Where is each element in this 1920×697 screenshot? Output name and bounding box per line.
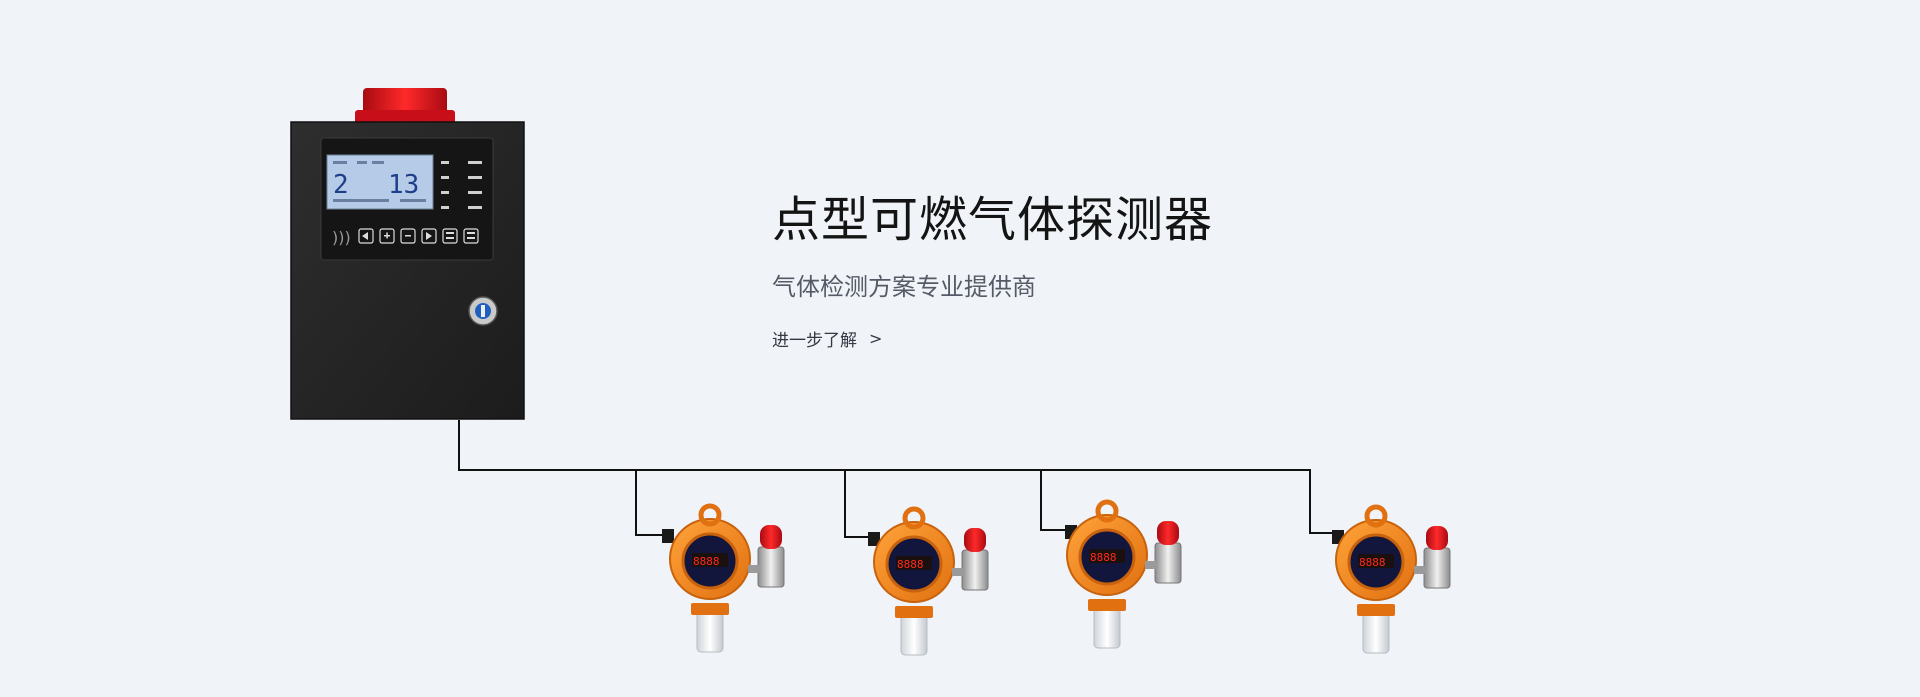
controller-beacon: [363, 88, 447, 114]
hero-text-block: 点型可燃气体探测器 气体检测方案专业提供商 进一步了解 >: [772, 190, 1213, 351]
detector-display: 8888: [897, 558, 924, 571]
detector-beacon: [760, 525, 782, 549]
detector-display: 8888: [1359, 556, 1386, 569]
detector-display: 8888: [693, 555, 720, 568]
nfc-icon: ))): [332, 228, 351, 247]
page-title: 点型可燃气体探测器: [772, 192, 1214, 248]
gas-detector-4: 8888: [1332, 504, 1451, 654]
gas-detector-1: 8888: [662, 503, 785, 653]
gas-detector-2: 8888: [868, 506, 989, 656]
controller-indicators: [441, 161, 482, 209]
lcd-channel: 2: [333, 170, 349, 200]
connection-wires: [458, 420, 1335, 538]
gas-detector-3: 8888: [1065, 499, 1182, 649]
detector-beacon: [1157, 521, 1179, 545]
alarm-controller: 2 13 ))): [290, 88, 525, 420]
detector-display: 8888: [1090, 551, 1117, 564]
learn-more-label: 进一步了解: [772, 331, 857, 351]
chevron-right-icon: >: [869, 329, 883, 348]
learn-more-link[interactable]: 进一步了解 >: [772, 326, 882, 351]
lcd-value: 13: [388, 170, 419, 200]
controller-keypad: [358, 228, 479, 244]
detector-beacon: [964, 528, 986, 552]
page-subtitle: 气体检测方案专业提供商: [772, 273, 1036, 301]
detector-beacon: [1426, 526, 1448, 550]
